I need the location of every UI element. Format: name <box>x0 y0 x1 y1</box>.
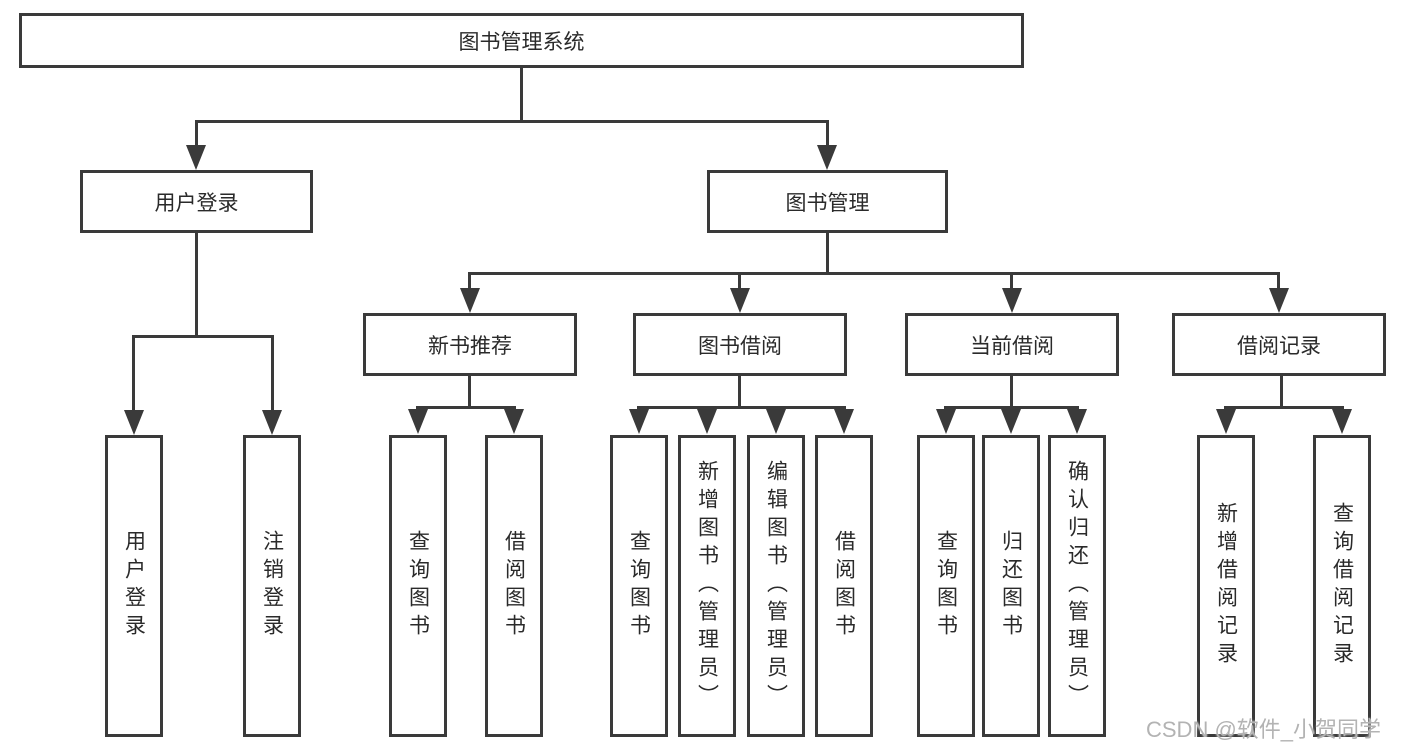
leaf-add-books-admin: 新增图书（管理员） <box>678 435 736 737</box>
arrow-down-icon <box>262 410 282 435</box>
leaf-logout-label: 注销登录 <box>260 530 284 642</box>
connector-records-splitter <box>1224 406 1344 409</box>
connector-recommend-splitter <box>416 406 516 409</box>
connector-root-splitter <box>195 120 829 123</box>
connector-drop <box>1277 272 1280 290</box>
leaf-query-books-recommend-label: 查询图书 <box>406 530 430 642</box>
node-root-label: 图书管理系统 <box>458 30 585 54</box>
connector-drop <box>132 335 135 412</box>
node-borrowing-records: 借阅记录 <box>1172 313 1386 376</box>
connector-drop <box>1010 272 1013 290</box>
connector-user-login-stub <box>195 233 198 335</box>
node-new-book-recommend: 新书推荐 <box>363 313 577 376</box>
connector-book-mgmt-stub <box>826 233 829 272</box>
leaf-logout: 注销登录 <box>243 435 301 737</box>
arrow-down-icon <box>1269 288 1289 313</box>
node-new-book-recommend-label: 新书推荐 <box>428 334 512 358</box>
node-current-borrowing-label: 当前借阅 <box>970 334 1054 358</box>
connector-borrowing-stub <box>738 376 741 406</box>
arrow-down-icon <box>730 288 750 313</box>
leaf-confirm-return-admin: 确认归还（管理员） <box>1048 435 1106 737</box>
leaf-borrow-books-recommend-label: 借阅图书 <box>502 530 526 642</box>
leaf-query-books-borrowing-label: 查询图书 <box>627 530 651 642</box>
node-user-login-label: 用户登录 <box>154 191 239 215</box>
arrow-down-icon <box>629 409 649 434</box>
leaf-add-borrow-record-label: 新增借阅记录 <box>1214 502 1238 670</box>
connector-drop <box>826 120 829 147</box>
arrow-down-icon <box>1067 409 1087 434</box>
arrow-down-icon <box>817 145 837 170</box>
arrow-down-icon <box>766 409 786 434</box>
arrow-down-icon <box>124 410 144 435</box>
leaf-edit-books-admin-label: 编辑图书（管理员） <box>764 460 788 712</box>
node-root: 图书管理系统 <box>19 13 1024 68</box>
node-book-borrowing-label: 图书借阅 <box>698 334 782 358</box>
leaf-borrow-books-borrowing-label: 借阅图书 <box>832 530 856 642</box>
leaf-query-books-current-label: 查询图书 <box>934 530 958 642</box>
connector-records-stub <box>1280 376 1283 406</box>
connector-drop <box>195 120 198 147</box>
node-book-management-label: 图书管理 <box>785 191 870 215</box>
arrow-down-icon <box>1002 288 1022 313</box>
leaf-return-books-label: 归还图书 <box>999 530 1023 642</box>
arrow-down-icon <box>834 409 854 434</box>
leaf-query-books-recommend: 查询图书 <box>389 435 447 737</box>
watermark: CSDN @软件_小贺同学 <box>1146 717 1382 742</box>
arrow-down-icon <box>1332 409 1352 434</box>
leaf-confirm-return-admin-label: 确认归还（管理员） <box>1065 460 1089 712</box>
leaf-borrow-books-borrowing: 借阅图书 <box>815 435 873 737</box>
arrow-down-icon <box>186 145 206 170</box>
connector-recommend-stub <box>468 376 471 406</box>
leaf-return-books: 归还图书 <box>982 435 1040 737</box>
leaf-edit-books-admin: 编辑图书（管理员） <box>747 435 805 737</box>
connector-drop <box>738 272 741 290</box>
connector-drop <box>271 335 274 412</box>
connector-current-splitter <box>944 406 1079 409</box>
leaf-query-borrow-record-label: 查询借阅记录 <box>1330 502 1354 670</box>
connector-book-mgmt-splitter <box>468 272 1280 275</box>
leaf-query-borrow-record: 查询借阅记录 <box>1313 435 1371 737</box>
arrow-down-icon <box>460 288 480 313</box>
leaf-user-login-label: 用户登录 <box>122 530 146 642</box>
arrow-down-icon <box>1001 409 1021 434</box>
node-borrowing-records-label: 借阅记录 <box>1237 334 1321 358</box>
arrow-down-icon <box>936 409 956 434</box>
leaf-query-books-borrowing: 查询图书 <box>610 435 668 737</box>
node-current-borrowing: 当前借阅 <box>905 313 1119 376</box>
leaf-query-books-current: 查询图书 <box>917 435 975 737</box>
connector-user-login-splitter <box>132 335 274 338</box>
leaf-borrow-books-recommend: 借阅图书 <box>485 435 543 737</box>
arrow-down-icon <box>697 409 717 434</box>
leaf-user-login: 用户登录 <box>105 435 163 737</box>
arrow-down-icon <box>408 409 428 434</box>
node-book-management: 图书管理 <box>707 170 948 233</box>
connector-root-stub <box>520 68 523 120</box>
connector-borrowing-splitter <box>637 406 846 409</box>
connector-current-stub <box>1010 376 1013 406</box>
leaf-add-borrow-record: 新增借阅记录 <box>1197 435 1255 737</box>
leaf-add-books-admin-label: 新增图书（管理员） <box>695 460 719 712</box>
arrow-down-icon <box>504 409 524 434</box>
connector-drop <box>468 272 471 290</box>
node-user-login: 用户登录 <box>80 170 313 233</box>
node-book-borrowing: 图书借阅 <box>633 313 847 376</box>
arrow-down-icon <box>1216 409 1236 434</box>
